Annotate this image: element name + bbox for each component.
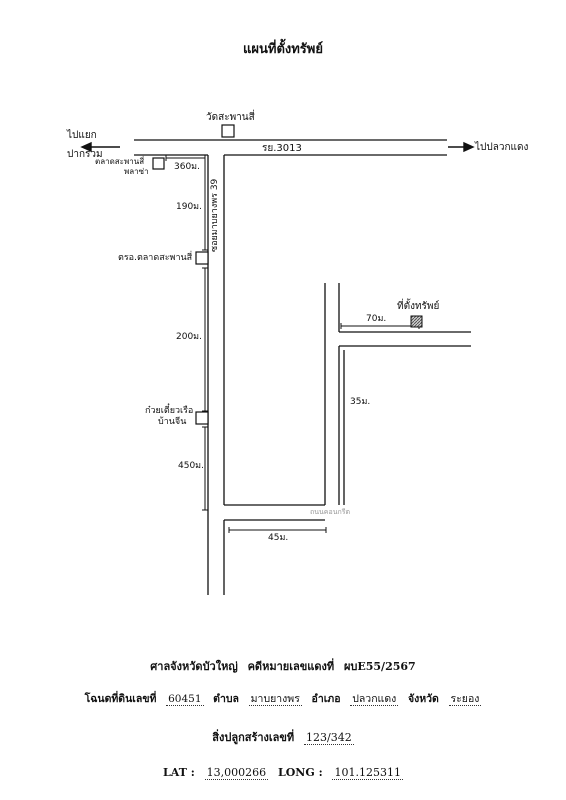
case-label: คดีหมายเลขแดงที่	[247, 660, 335, 673]
district-label: อำเภอ	[311, 693, 341, 705]
temple-label: วัดสะพานสี่	[206, 112, 255, 123]
right-direction-label: ไปปลวกแดง	[475, 142, 529, 153]
province-value: ระยอง	[448, 693, 482, 706]
subdistrict-label: ตำบล	[213, 693, 239, 705]
page-title: แผนที่ตั้งทรัพย์	[243, 42, 323, 57]
case-number: ผบE55/2567	[343, 660, 416, 673]
building-line: สิ่งปลูกสร้างเลขที่ 123/342	[0, 728, 566, 746]
noodle-marker	[195, 411, 209, 425]
noodle-label-2: บ้านจีน	[158, 417, 187, 427]
market-label: ตลาดสะพานสี่	[95, 157, 145, 166]
deed-number: 60451	[166, 693, 204, 706]
deed-label: โฉนดที่ดินเลขที่	[84, 693, 157, 705]
noodle-label: ก๋วยเตี๋ยวเรือ	[145, 406, 194, 416]
district-value: ปลวกแดง	[350, 693, 399, 706]
long-label: LONG :	[277, 766, 323, 779]
province-label: จังหวัด	[407, 693, 439, 705]
court-name: ศาลจังหวัดบัวใหญ่	[150, 660, 238, 673]
police-label: ตรอ.ตลาดสะพานสี่	[118, 253, 193, 263]
long-value: 101.125311	[332, 766, 403, 780]
property-label: ที่ตั้งทรัพย์	[397, 301, 440, 312]
temple-marker	[221, 124, 235, 138]
deed-line: โฉนดที่ดินเลขที่ 60451 ตำบล มาบยางพร อำเ…	[0, 690, 566, 707]
police-marker	[195, 251, 209, 265]
main-road-label: รย.3013	[262, 143, 302, 154]
left-direction-label-2: ปากร่วม	[67, 149, 103, 160]
distance-360: 360ม.	[174, 162, 200, 172]
distance-200: 200ม.	[176, 332, 202, 342]
building-number: 123/342	[304, 731, 354, 745]
left-direction-label: ไปแยก	[67, 130, 97, 141]
faint-road-label: ถนนคอนกรีต	[310, 508, 351, 516]
subdistrict-value: มาบยางพร	[248, 693, 302, 706]
distance-45: 45ม.	[268, 533, 289, 543]
distance-35: 35ม.	[350, 397, 371, 407]
soi-road-label: ซอยมาบยางพร 39	[210, 178, 220, 252]
distance-70: 70ม.	[366, 314, 387, 324]
building-label: สิ่งปลูกสร้างเลขที่	[212, 731, 295, 744]
lat-value: 13,000266	[204, 766, 269, 780]
coordinates-line: LAT : 13,000266 LONG : 101.125311	[0, 766, 566, 780]
distance-190: 190ม.	[176, 202, 202, 212]
distance-450: 450ม.	[178, 461, 204, 471]
property-marker	[410, 315, 423, 328]
market-marker	[152, 157, 165, 170]
market-label-2: พลาซ่า	[124, 167, 149, 176]
court-line: ศาลจังหวัดบัวใหญ่ คดีหมายเลขแดงที่ ผบE55…	[0, 657, 566, 675]
lat-label: LAT :	[163, 766, 195, 779]
